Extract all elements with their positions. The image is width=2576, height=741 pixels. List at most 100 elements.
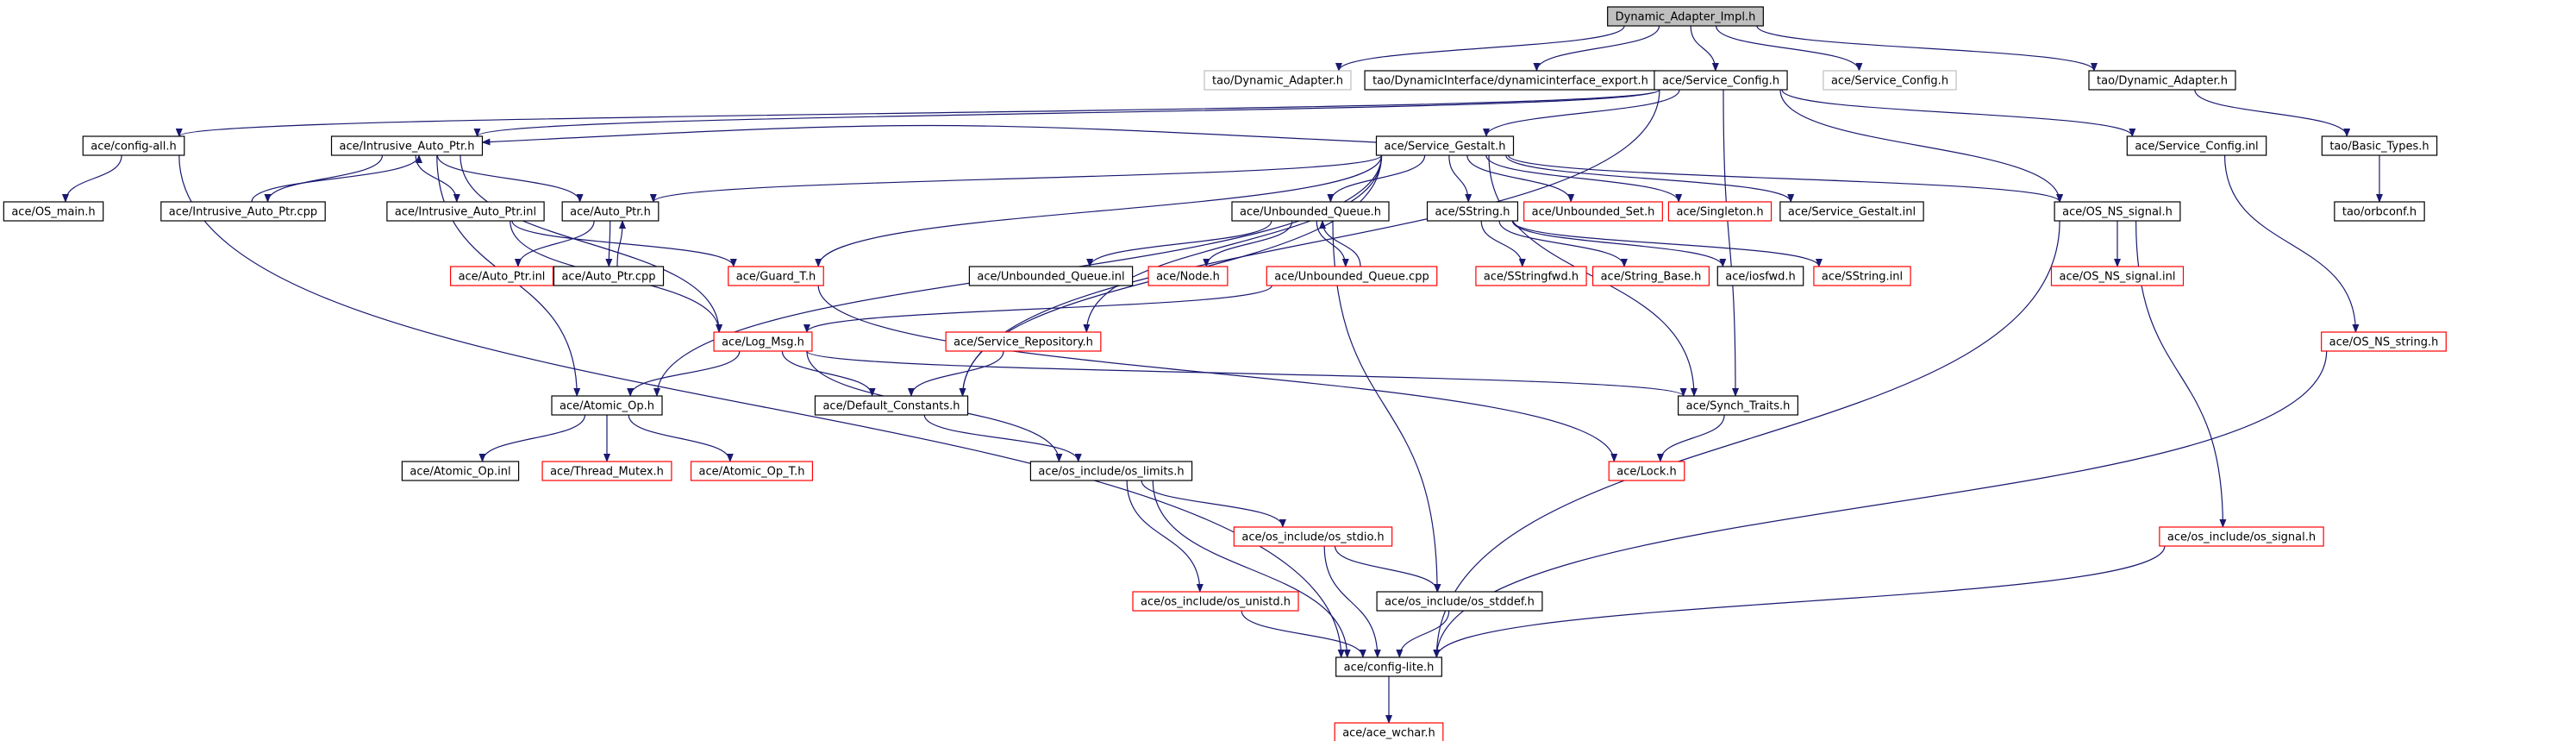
node-service-config-inl[interactable]: ace/Service_Config.inl	[2126, 135, 2267, 156]
edges-layer	[61, 25, 2383, 724]
node-atomic-op-inl[interactable]: ace/Atomic_Op.inl	[401, 461, 520, 481]
node-box	[2050, 266, 2185, 286]
node-lock-h[interactable]: ace/Lock.h	[1608, 461, 1685, 481]
edge-service-gestalt-h-to-service-gestalt-inl	[1505, 154, 1795, 203]
node-sstring-inl[interactable]: ace/SString.inl	[1813, 266, 1911, 286]
node-tao-dyn-ad[interactable]: tao/Dynamic_Adapter.h	[2088, 70, 2236, 91]
edge-unbounded-queue-h-to-os-stddef	[1332, 220, 1441, 593]
node-unbounded-queue-cpp[interactable]: ace/Unbounded_Queue.cpp	[1266, 266, 1438, 286]
edge-ace-service-config-to-service-config-inl	[1781, 89, 2136, 137]
node-ace-service-config[interactable]: ace/Service_Config.h	[1654, 70, 1788, 91]
node-box	[82, 135, 185, 156]
node-label: ace/OS_main.h	[11, 206, 95, 219]
node-os-main[interactable]: ace/OS_main.h	[3, 201, 104, 222]
node-label: ace/Unbounded_Queue.h	[1240, 206, 1381, 219]
edge-ace-service-config-to-intrusive-auto-ptr-h	[473, 89, 1660, 137]
edge-service-gestalt-h-to-singleton	[1485, 154, 1683, 203]
node-intrusive-auto-ptr-cpp[interactable]: ace/Intrusive_Auto_Ptr.cpp	[160, 201, 326, 222]
node-label: ace/OS_NS_string.h	[2329, 336, 2439, 349]
node-synch-traits[interactable]: ace/Synch_Traits.h	[1678, 395, 1798, 416]
node-iosfwd[interactable]: ace/iosfwd.h	[1716, 266, 1804, 286]
node-box	[1475, 266, 1587, 286]
node-box	[1654, 70, 1788, 91]
node-label: ace/OS_NS_signal.h	[2062, 206, 2173, 219]
node-thread-mutex[interactable]: ace/Thread_Mutex.h	[541, 461, 672, 481]
node-intrusive-auto-ptr-h[interactable]: ace/Intrusive_Auto_Ptr.h	[330, 135, 484, 156]
edge-service-gestalt-h-to-intrusive-auto-ptr-h	[481, 124, 1377, 146]
node-os-ns-signal-h[interactable]: ace/OS_NS_signal.h	[2054, 201, 2181, 222]
edge-sstring-h-to-sstringfwd	[1480, 220, 1526, 267]
edge-guard-t-to-lock-h	[817, 285, 1618, 462]
node-os-unistd[interactable]: ace/os_include/os_unistd.h	[1132, 591, 1299, 612]
node-ace-wchar[interactable]: ace/ace_wchar.h	[1334, 722, 1444, 741]
node-box	[1426, 201, 1519, 222]
node-box	[713, 331, 813, 352]
node-sstring-h[interactable]: ace/SString.h	[1426, 201, 1519, 222]
edge-ace-service-config-to-service-gestalt-h	[1483, 89, 1680, 137]
edge-service-config-inl-to-os-ns-string	[2223, 154, 2360, 333]
node-service-gestalt-h[interactable]: ace/Service_Gestalt.h	[1375, 135, 1515, 156]
node-box	[1147, 266, 1229, 286]
node-config-all[interactable]: ace/config-all.h	[82, 135, 185, 156]
node-label: ace/Singleton.h	[1676, 206, 1763, 219]
edge-root-to-tao-dyn-ad	[1756, 25, 2098, 72]
node-label: tao/Dynamic_Adapter.h	[1212, 75, 1343, 88]
node-singleton[interactable]: ace/Singleton.h	[1667, 201, 1773, 222]
node-os-stdio[interactable]: ace/os_include/os_stdio.h	[1233, 526, 1393, 547]
edge-root-to-ace-service-config-ext	[1715, 25, 1863, 72]
node-unbounded-queue-h[interactable]: ace/Unbounded_Queue.h	[1231, 201, 1390, 222]
node-basic-types[interactable]: tao/Basic_Types.h	[2321, 135, 2438, 156]
edge-service-gestalt-h-to-unbounded-queue-h	[1327, 154, 1426, 203]
node-tao-dynif-export[interactable]: tao/DynamicInterface/dynamicinterface_ex…	[1364, 70, 1657, 91]
node-sstringfwd[interactable]: ace/SStringfwd.h	[1475, 266, 1587, 286]
node-label: ace/os_include/os_unistd.h	[1141, 596, 1291, 609]
node-label: ace/String_Base.h	[1601, 271, 1702, 284]
edge-service-gestalt-h-to-guard-t	[815, 154, 1383, 267]
node-os-signal[interactable]: ace/os_include/os_signal.h	[2159, 526, 2324, 547]
node-node-h[interactable]: ace/Node.h	[1147, 266, 1229, 286]
node-box	[541, 461, 672, 481]
node-os-stddef[interactable]: ace/os_include/os_stddef.h	[1376, 591, 1543, 612]
node-config-lite[interactable]: ace/config-lite.h	[1335, 656, 1442, 677]
node-unbounded-set[interactable]: ace/Unbounded_Set.h	[1523, 201, 1663, 222]
node-root[interactable]: Dynamic_Adapter_Impl.h	[1607, 6, 1764, 27]
edge-config-all-to-config-lite	[178, 154, 1345, 658]
edge-log-msg-to-synch-traits	[806, 350, 1687, 397]
node-label: ace/Guard_T.h	[736, 271, 816, 284]
node-tao-dyn-ad-ext[interactable]: tao/Dynamic_Adapter.h	[1204, 70, 1352, 91]
node-box	[1376, 591, 1543, 612]
node-log-msg[interactable]: ace/Log_Msg.h	[713, 331, 813, 352]
node-os-ns-string[interactable]: ace/OS_NS_string.h	[2321, 331, 2447, 352]
node-unbounded-queue-inl[interactable]: ace/Unbounded_Queue.inl	[968, 266, 1134, 286]
edge-service-gestalt-h-to-os-ns-signal-h	[1507, 154, 2063, 203]
node-orbconf[interactable]: tao/orbconf.h	[2334, 201, 2425, 222]
node-box	[386, 201, 545, 222]
node-auto-ptr-inl[interactable]: ace/Auto_Ptr.inl	[449, 266, 554, 286]
node-atomic-op-t[interactable]: ace/Atomic_Op_T.h	[690, 461, 814, 481]
node-label: ace/Intrusive_Auto_Ptr.inl	[395, 206, 536, 219]
node-label: ace/Intrusive_Auto_Ptr.h	[340, 141, 475, 154]
node-string-base[interactable]: ace/String_Base.h	[1591, 266, 1710, 286]
node-guard-t[interactable]: ace/Guard_T.h	[728, 266, 824, 286]
node-box	[1029, 461, 1193, 481]
node-box	[1233, 526, 1393, 547]
node-os-limits[interactable]: ace/os_include/os_limits.h	[1029, 461, 1193, 481]
node-box	[330, 135, 484, 156]
node-box	[728, 266, 824, 286]
node-service-repository[interactable]: ace/Service_Repository.h	[945, 331, 1102, 352]
node-box	[3, 201, 104, 222]
node-auto-ptr-cpp[interactable]: ace/Auto_Ptr.cpp	[553, 266, 665, 286]
node-service-gestalt-inl[interactable]: ace/Service_Gestalt.inl	[1779, 201, 1924, 222]
node-ace-service-config-ext[interactable]: ace/Service_Config.h	[1823, 70, 1957, 91]
edge-intrusive-auto-ptr-h-to-log-msg	[460, 154, 723, 333]
edge-unbounded-queue-cpp-to-log-msg	[803, 285, 1272, 333]
edge-service-gestalt-h-to-auto-ptr-h	[650, 154, 1383, 203]
node-box	[2054, 201, 2181, 222]
node-os-ns-signal-inl[interactable]: ace/OS_NS_signal.inl	[2050, 266, 2185, 286]
node-atomic-op-h[interactable]: ace/Atomic_Op.h	[551, 395, 663, 416]
node-auto-ptr-h[interactable]: ace/Auto_Ptr.h	[561, 201, 660, 222]
node-box	[553, 266, 665, 286]
node-intrusive-auto-ptr-inl[interactable]: ace/Intrusive_Auto_Ptr.inl	[386, 201, 545, 222]
node-default-constants[interactable]: ace/Default_Constants.h	[814, 395, 969, 416]
node-box	[690, 461, 814, 481]
